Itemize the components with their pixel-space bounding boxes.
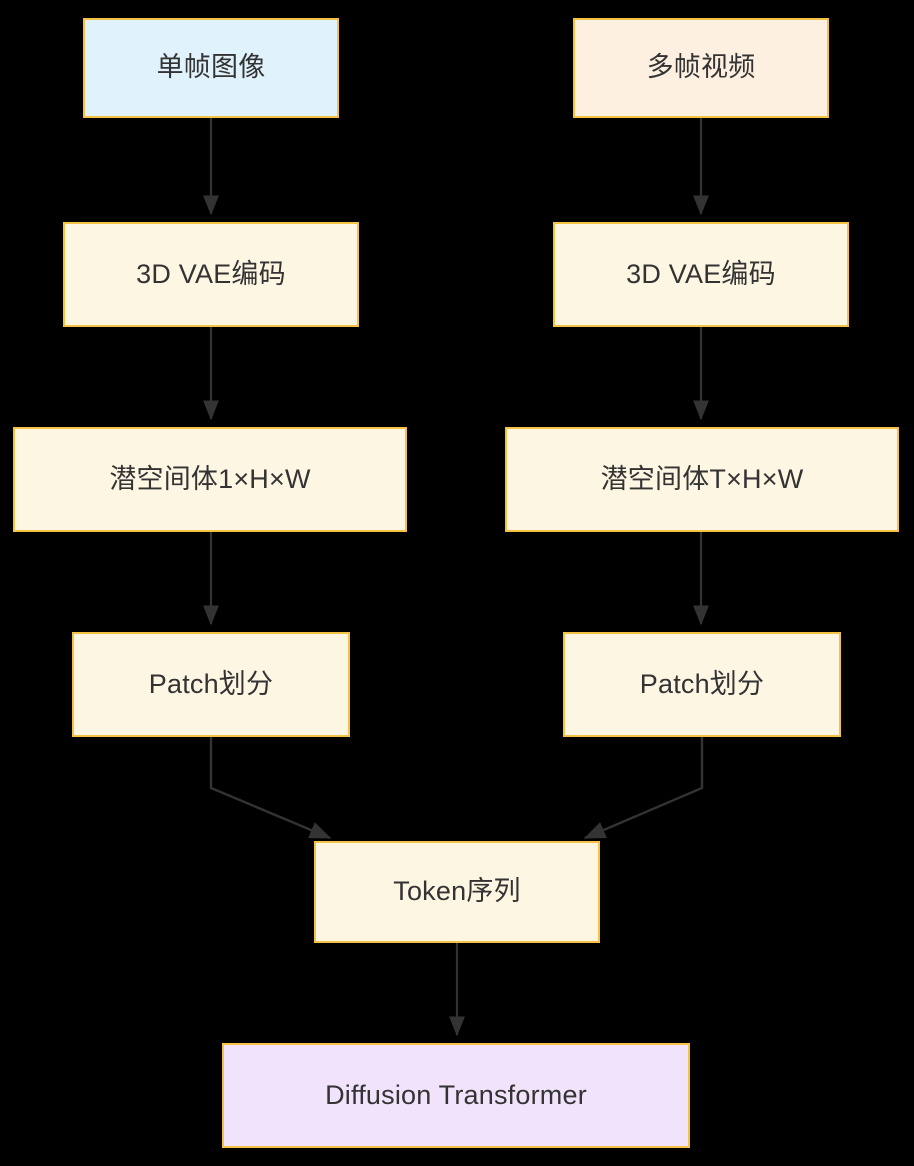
node-label: Token序列 [393,876,521,907]
edge-patch-left-to-token [209,737,332,840]
node-label: Patch划分 [639,668,765,699]
node-3d-vae-encode-left[interactable]: 3D VAE编码 [63,222,359,327]
node-label: Diffusion Transformer [325,1079,587,1110]
node-label: 3D VAE编码 [626,258,776,289]
node-label: 3D VAE编码 [136,258,286,289]
node-diffusion-transformer[interactable]: Diffusion Transformer [222,1043,690,1148]
node-label: Patch划分 [148,668,274,699]
node-label: 潜空间体1×H×W [109,463,311,494]
node-token-sequence[interactable]: Token序列 [314,841,600,943]
node-label: 多帧视频 [646,52,756,83]
edge-patch-right-to-token [583,737,704,840]
node-multi-frame-video[interactable]: 多帧视频 [573,18,829,118]
node-latent-volume-image[interactable]: 潜空间体1×H×W [13,427,407,532]
node-label: 单帧图像 [156,52,266,83]
node-single-frame-image[interactable]: 单帧图像 [83,18,339,118]
node-latent-volume-video[interactable]: 潜空间体T×H×W [505,427,899,532]
node-patchify-right[interactable]: Patch划分 [563,632,841,737]
node-3d-vae-encode-right[interactable]: 3D VAE编码 [553,222,849,327]
node-patchify-left[interactable]: Patch划分 [72,632,350,737]
node-label: 潜空间体T×H×W [600,463,804,494]
